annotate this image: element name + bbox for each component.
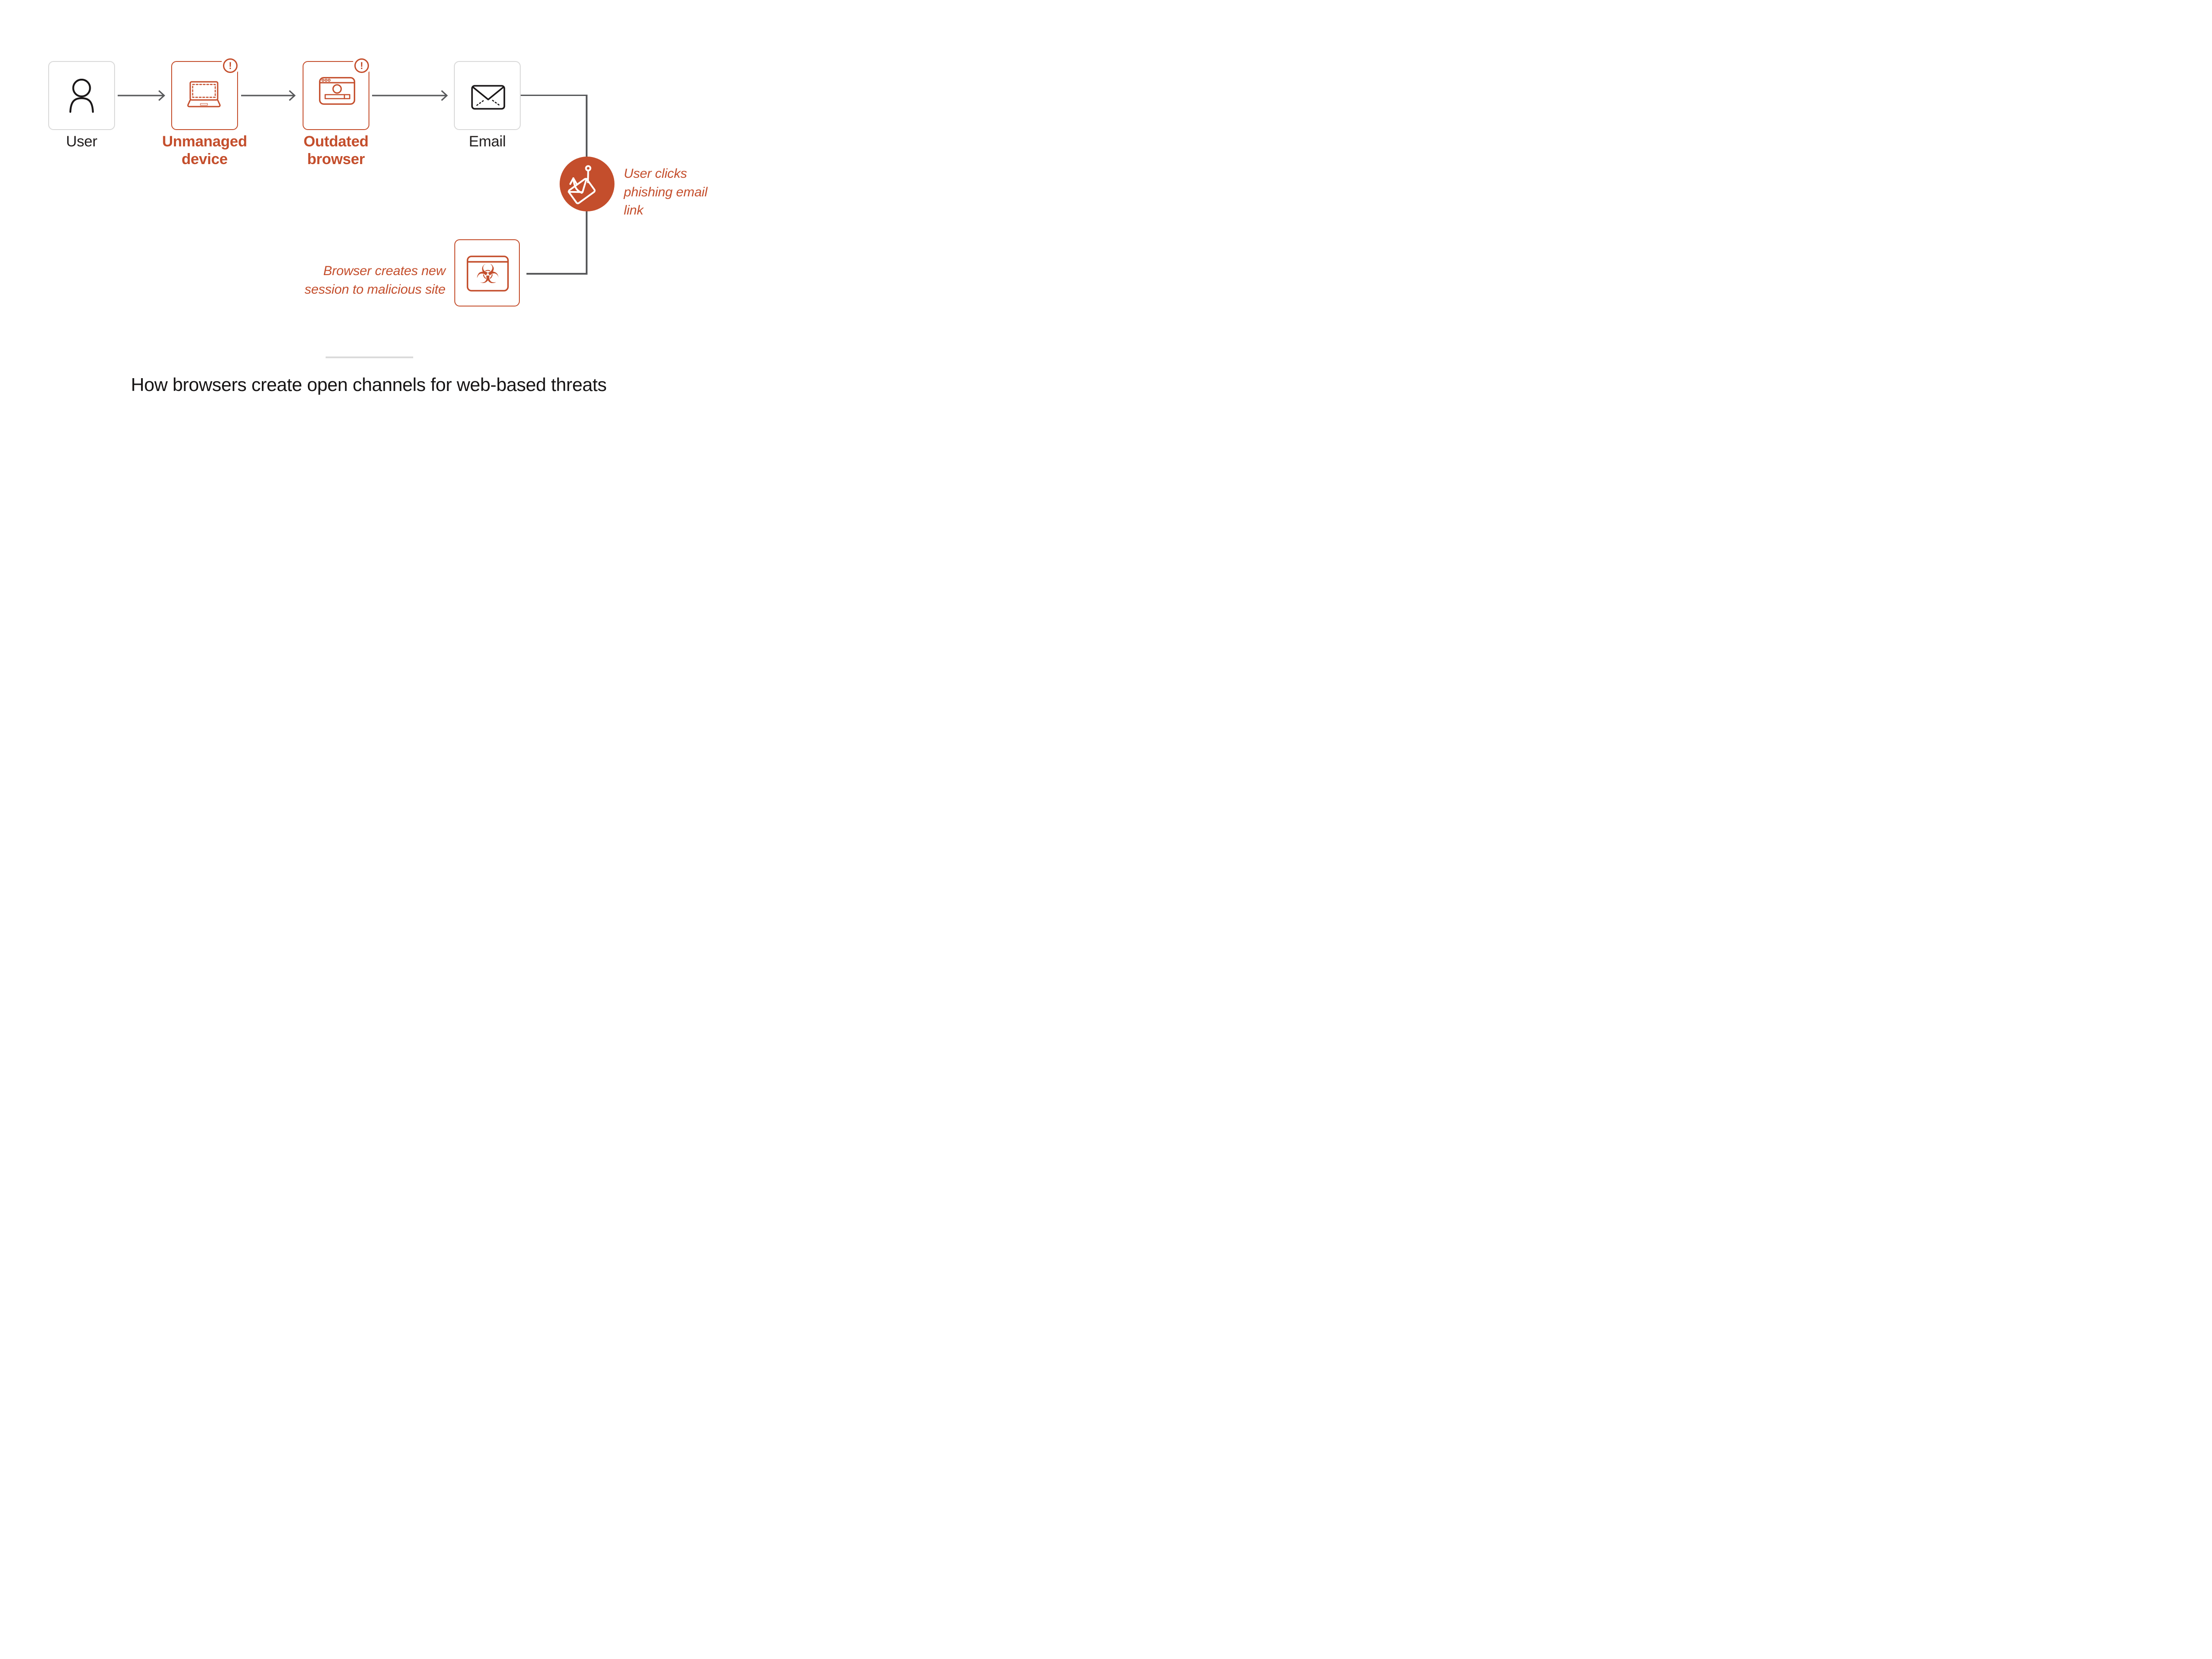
phishing-hook-email-icon (568, 165, 596, 204)
annotation-phishing-click: User clicks phishing email link (624, 166, 707, 218)
annotation-new-session: Browser creates new session to malicious… (304, 264, 446, 297)
connector-malicious-horizontal (526, 273, 588, 275)
node-email-label: Email (469, 133, 506, 150)
node-outdated-browser (303, 61, 369, 130)
warning-badge-unmanaged: ! (223, 58, 238, 73)
browser-window-icon (319, 77, 355, 105)
node-unmanaged-device-label: Unmanaged device (162, 133, 247, 168)
laptop-icon (187, 81, 221, 107)
envelope-icon (471, 85, 505, 110)
biohazard-browser-icon (467, 256, 509, 291)
diagram-canvas: User ! Unmanaged device ! Outdated brows… (0, 0, 737, 415)
warning-exclamation: ! (228, 60, 232, 71)
node-user-label: User (66, 133, 97, 150)
person-icon (69, 79, 94, 113)
connector-email-horizontal (521, 95, 587, 96)
diagram-title: How browsers create open channels for we… (131, 374, 607, 395)
biohazard-symbol: ☣ (476, 259, 500, 290)
node-email (454, 61, 521, 130)
title-divider (326, 356, 413, 358)
node-outdated-browser-label: Outdated browser (303, 133, 369, 168)
node-malicious-site (454, 239, 520, 307)
warning-exclamation: ! (360, 60, 364, 71)
arrow-browser-to-email (372, 90, 448, 101)
node-unmanaged-device (171, 61, 238, 130)
warning-badge-outdated: ! (354, 58, 369, 73)
arrow-device-to-browser (241, 90, 296, 101)
arrow-user-to-device (118, 90, 165, 101)
